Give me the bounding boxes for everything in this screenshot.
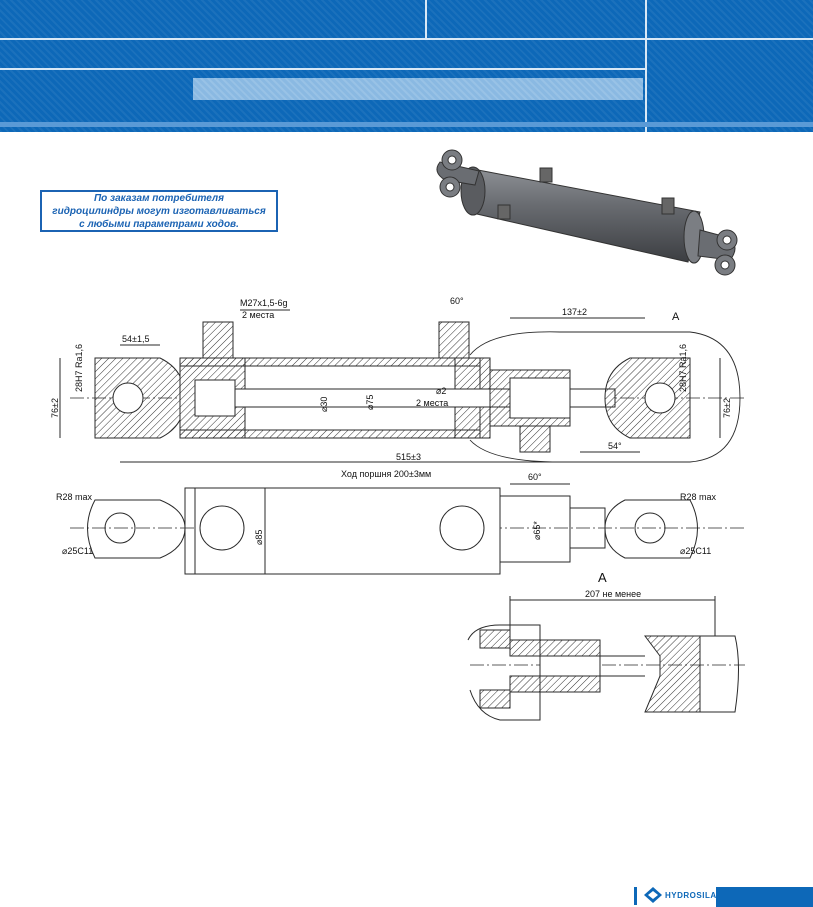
label-angle-top: 60° <box>450 296 464 306</box>
label-r28-right: R28 max <box>680 492 717 502</box>
brand-name: HYDROSILA <box>665 890 717 900</box>
order-note: По заказам потребителя гидроцилиндры мог… <box>40 190 278 232</box>
label-76-left: 76±2 <box>50 398 60 418</box>
note-line: По заказам потребителя <box>93 192 225 204</box>
label-detail-a: A <box>598 570 607 585</box>
note-line: гидроцилиндры могут изготавливаться <box>52 205 266 217</box>
label-d2-qty: 2 места <box>416 398 448 408</box>
footer-bar <box>716 887 813 907</box>
header-divider <box>0 38 813 40</box>
outline-view <box>70 483 745 575</box>
header-band <box>0 0 813 132</box>
header-divider <box>0 68 645 70</box>
header-highlight-cell <box>193 78 643 100</box>
label-d65: ⌀65* <box>532 521 542 540</box>
footer-divider <box>634 887 637 905</box>
label-d2: ⌀2 <box>436 386 446 396</box>
label-thread: M27x1,5-6g <box>240 298 288 308</box>
label-28h7-right: 28H7 Ra1,6 <box>678 344 688 392</box>
brand-logo: HYDROSILA <box>644 887 717 903</box>
label-515: 515±3 <box>396 452 421 462</box>
label-60: 60° <box>528 472 542 482</box>
header-bottom-strip <box>0 122 813 127</box>
label-r28-left: R28 max <box>56 492 93 502</box>
detail-a-view <box>467 596 745 721</box>
brand-emblem-icon <box>644 887 662 903</box>
dimension-labels: M27x1,5-6g 2 места 60° 137±2 A 54±1,5 28… <box>50 296 732 599</box>
label-d85: ⌀85 <box>254 530 264 545</box>
label-section-a: A <box>672 311 680 323</box>
cylinder-3d-render <box>436 149 738 276</box>
label-28h7-left: 28H7 Ra1,6 <box>74 344 84 392</box>
note-line: с любыми параметрами ходов. <box>79 218 239 230</box>
label-d30: ⌀30 <box>319 397 329 412</box>
label-thread-qty: 2 места <box>242 310 274 320</box>
header-divider <box>425 0 427 40</box>
label-d25-left: ⌀25C11 <box>62 546 93 556</box>
label-137: 137±2 <box>562 307 587 317</box>
label-stroke: Ход поршня 200±3мм <box>341 469 431 479</box>
label-54: 54±1,5 <box>122 334 149 344</box>
header-divider <box>645 0 647 132</box>
label-76-right: 76±2 <box>722 398 732 418</box>
label-d25-right: ⌀25C11 <box>680 546 711 556</box>
label-d75: ⌀75 <box>365 395 375 410</box>
label-54deg: 54° <box>608 441 622 451</box>
section-view <box>59 309 745 463</box>
label-207: 207 не менее <box>585 589 641 599</box>
